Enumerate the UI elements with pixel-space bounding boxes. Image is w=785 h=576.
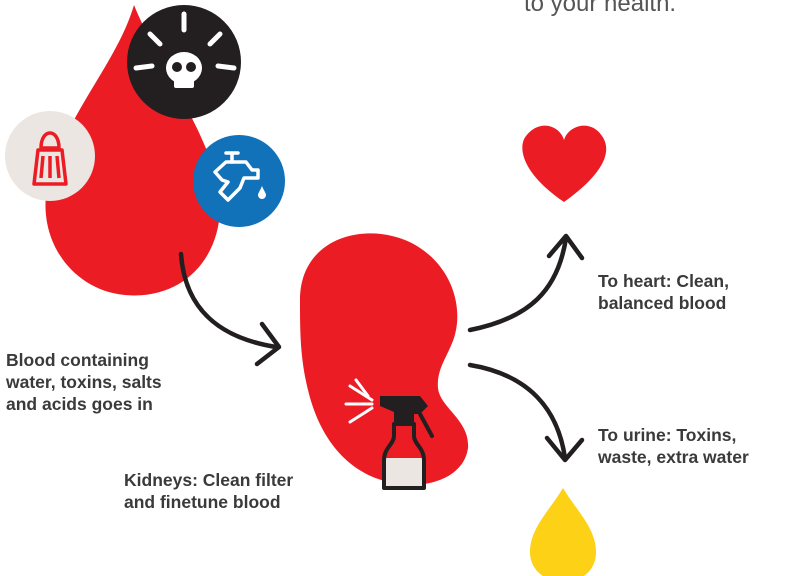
label-to-heart: To heart: Clean, balanced blood	[598, 270, 729, 314]
label-blood-in-line-3: and acids goes in	[6, 393, 162, 415]
label-blood-in-line-2: water, toxins, salts	[6, 371, 162, 393]
drop-icon	[530, 488, 596, 576]
label-to-urine-line-1: To urine: Toxins,	[598, 424, 749, 446]
label-to-heart-line-1: To heart: Clean,	[598, 270, 729, 292]
kidney-icon	[300, 233, 468, 484]
heart-icon	[522, 126, 606, 202]
arrow-kidney-to-heart	[470, 236, 582, 330]
skull-crossbones-icon	[127, 5, 241, 119]
water-tap-icon	[193, 135, 285, 227]
label-kidneys: Kidneys: Clean filter and finetune blood	[124, 469, 293, 513]
label-to-urine-line-2: waste, extra water	[598, 446, 749, 468]
arrow-kidney-to-urine	[470, 365, 582, 460]
salt-shaker-icon	[5, 111, 95, 201]
label-kidneys-line-2: and finetune blood	[124, 491, 293, 513]
label-blood-in-line-1: Blood containing	[6, 349, 162, 371]
label-blood-in: Blood containing water, toxins, salts an…	[6, 349, 162, 415]
label-to-heart-line-2: balanced blood	[598, 292, 729, 314]
label-to-urine: To urine: Toxins, waste, extra water	[598, 424, 749, 468]
label-kidneys-line-1: Kidneys: Clean filter	[124, 469, 293, 491]
